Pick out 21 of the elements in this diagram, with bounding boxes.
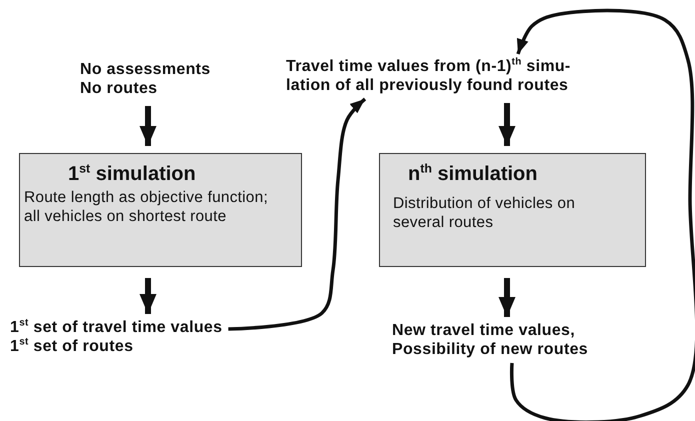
flow-text: 1$^{st}$ set of routes	[10, 337, 134, 356]
flow-text: 1$^{st}$ set of travel time values	[10, 318, 222, 337]
flow-text: No assessments	[80, 60, 210, 79]
box-text: Route length as objective function;	[24, 188, 268, 207]
flow-text: New travel time values,	[392, 321, 575, 340]
process-box	[19, 153, 302, 267]
box-text: Distribution of vehicles on several routes	[393, 194, 576, 232]
box-text: all vehicles on shortest route	[24, 207, 226, 226]
flow-text: Travel time values from (n-1)$^{th}$ simu-	[286, 57, 571, 76]
arrow	[140, 106, 156, 146]
arrow	[498, 103, 516, 146]
box-heading: n$^{th}$ simulation	[408, 162, 538, 186]
flow-text: No routes	[80, 79, 158, 98]
arrow	[498, 278, 516, 317]
process-box	[379, 153, 646, 267]
flow-text: Possibility of new routes	[392, 340, 588, 359]
box-heading: 1$^{st}$ simulation	[68, 162, 196, 186]
flow-text: lation of all previously found routes	[286, 76, 568, 95]
arrow	[228, 98, 366, 331]
arrow	[140, 278, 156, 314]
arrow	[510, 8, 695, 421]
